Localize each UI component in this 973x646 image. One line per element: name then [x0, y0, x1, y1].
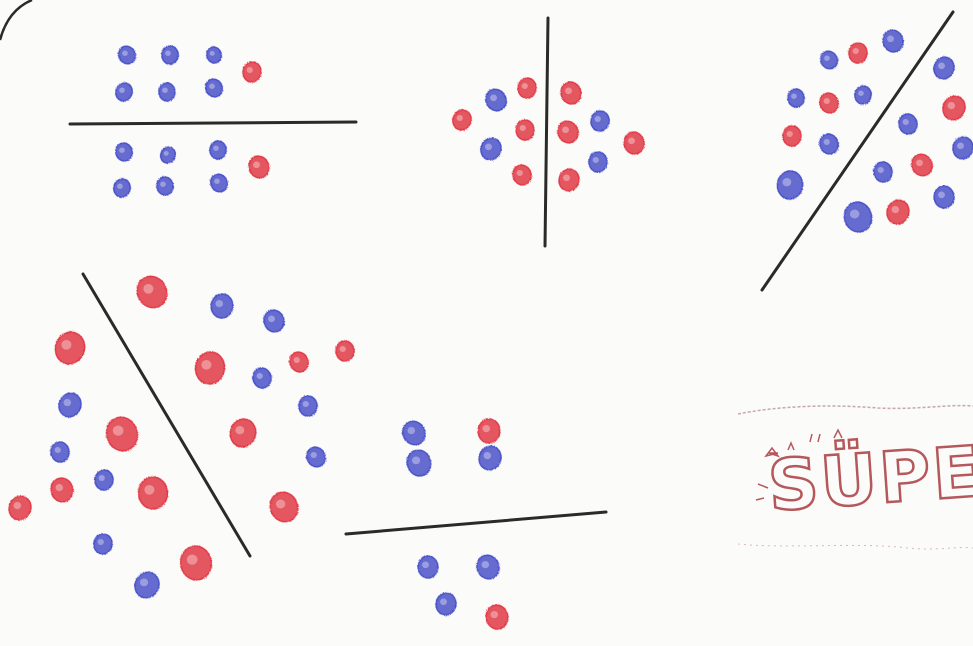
- dot-highlight: [64, 399, 72, 406]
- dot-highlight: [938, 192, 945, 199]
- dot-highlight: [957, 143, 964, 150]
- dot-highlight: [294, 357, 300, 363]
- dot-highlight: [850, 210, 859, 219]
- dot-highlight: [938, 63, 945, 70]
- dot-highlight: [595, 116, 601, 122]
- dot-highlight: [143, 284, 153, 294]
- dot-highlight: [165, 51, 171, 56]
- dot-highlight: [340, 346, 346, 352]
- dot-highlight: [117, 184, 123, 189]
- dot-highlight: [787, 131, 793, 137]
- dot-highlight: [213, 146, 219, 151]
- dot-highlight: [98, 539, 104, 545]
- dot-highlight: [565, 88, 572, 95]
- dot-highlight: [144, 485, 154, 495]
- dot-highlight: [122, 51, 128, 56]
- dot-highlight: [593, 157, 599, 163]
- dot-highlight: [490, 95, 497, 102]
- corner-arc: [0, 0, 32, 40]
- dot-highlight: [216, 300, 224, 307]
- dot-highlight: [113, 426, 124, 436]
- dot-highlight: [485, 144, 492, 151]
- dot-highlight: [517, 170, 523, 176]
- dot-highlight: [563, 175, 570, 182]
- dot-group-top-left: [70, 43, 356, 199]
- dot-highlight: [210, 51, 215, 56]
- dot-highlight: [824, 139, 830, 145]
- dot-highlight: [408, 427, 416, 434]
- dot-highlight: [628, 138, 635, 145]
- dot-highlight: [209, 84, 215, 89]
- dot-highlight: [440, 599, 447, 606]
- dot-highlight: [878, 167, 884, 173]
- dot-highlight: [160, 182, 166, 187]
- dot-highlight: [140, 579, 148, 587]
- dot-highlight: [903, 119, 909, 125]
- dot-highlight: [457, 115, 463, 121]
- dot-highlight: [892, 206, 900, 213]
- dot-highlight: [791, 94, 797, 99]
- dot-highlight: [303, 401, 309, 407]
- dot-highlight: [916, 160, 923, 167]
- dot-highlight: [412, 457, 420, 465]
- divider-line: [346, 512, 606, 534]
- dot-group-top-right: [762, 12, 973, 290]
- divider-line: [545, 18, 548, 246]
- dot-highlight: [268, 316, 275, 323]
- divider-line: [70, 122, 356, 124]
- dot-highlight: [119, 148, 125, 153]
- dot-highlight: [162, 88, 168, 93]
- dot-highlight: [56, 484, 64, 491]
- dot-highlight: [422, 562, 429, 569]
- dot-highlight: [164, 151, 169, 156]
- dot-highlight: [484, 452, 492, 459]
- dot-group-bottom-left: [5, 271, 354, 602]
- dot-group-bottom-middle: [346, 417, 606, 631]
- dot-highlight: [276, 500, 285, 509]
- dot-highlight: [520, 125, 526, 131]
- dot-highlight: [824, 98, 830, 104]
- dot-highlight: [858, 91, 864, 96]
- dot-highlight: [522, 83, 528, 89]
- dot-highlight: [491, 611, 499, 618]
- dot-highlight: [99, 475, 105, 481]
- dot-highlight: [483, 425, 491, 432]
- dot-highlight: [482, 561, 490, 568]
- dot-highlight: [257, 373, 263, 379]
- dot-highlight: [61, 340, 71, 350]
- dot-highlight: [311, 452, 317, 458]
- dot-highlight: [235, 426, 244, 434]
- dot-highlight: [201, 360, 211, 370]
- dot-highlight: [253, 162, 260, 169]
- dot-highlight: [214, 179, 220, 184]
- dot-highlight: [187, 555, 198, 565]
- dot-highlight: [887, 36, 894, 43]
- dot-highlight: [562, 127, 569, 134]
- dot-highlight: [853, 48, 859, 54]
- dot-highlight: [247, 67, 253, 73]
- dot-highlight: [824, 56, 830, 61]
- dot-highlight: [14, 502, 22, 509]
- dot-highlight: [119, 88, 125, 93]
- super-stamp: SÜPER: [738, 404, 973, 554]
- dot-highlight: [55, 447, 61, 453]
- dot-highlight: [782, 178, 791, 186]
- dot-group-top-middle: [450, 18, 646, 246]
- dot-highlight: [948, 102, 956, 109]
